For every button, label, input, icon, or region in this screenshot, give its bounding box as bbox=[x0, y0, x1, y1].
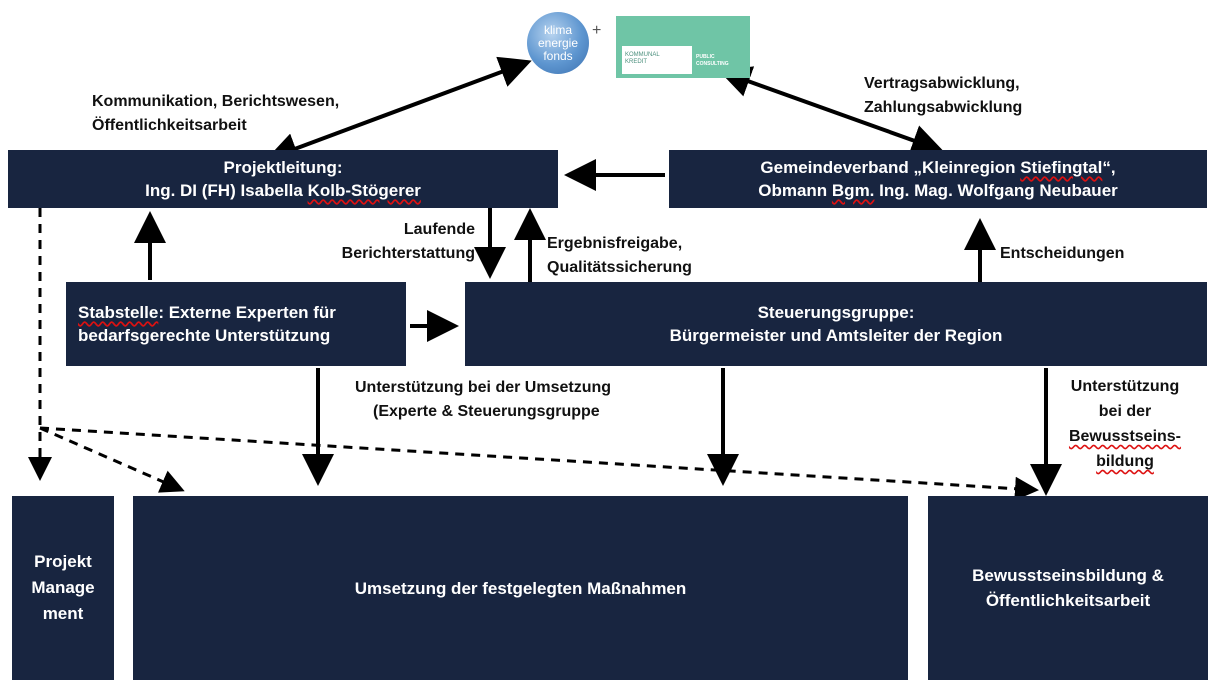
dashed-to-umsetzung bbox=[39, 426, 185, 493]
kpc-logo-left: KOMMUNAL KREDIT bbox=[622, 46, 692, 74]
box-stabstelle: Stabstelle: Externe Experten für bedarfs… bbox=[66, 282, 406, 366]
klimafonds-logo: klima energie fonds bbox=[527, 12, 589, 74]
dashed-to-bewusstsein bbox=[39, 426, 1039, 501]
label-laufende-berichterstattung: Laufende Berichterstattung bbox=[341, 221, 475, 262]
label-vertrag: Vertragsabwicklung, Zahlungsabwicklung bbox=[864, 75, 1023, 116]
kpc-logo-right: PUBLIC CONSULTING bbox=[696, 54, 729, 67]
box-bewusstseinsbildung: Bewusstseinsbildung & Öffentlichkeitsarb… bbox=[928, 496, 1208, 680]
label-kommunikation: Kommunikation, Berichtswesen, Öffentlich… bbox=[92, 93, 340, 134]
arrow-vertrag bbox=[718, 66, 944, 156]
logo-plus-sign: + bbox=[592, 22, 602, 39]
label-entscheidungen: Entscheidungen bbox=[1000, 245, 1125, 262]
kpc-logo: KOMMUNAL KREDIT PUBLIC CONSULTING bbox=[616, 16, 750, 78]
box-steuerungsgruppe: Steuerungsgruppe: Bürgermeister und Amts… bbox=[465, 282, 1207, 366]
arrow-kommunikation bbox=[265, 56, 532, 164]
label-unterstuetzung-umsetzung: Unterstützung bei der Umsetzung (Experte… bbox=[355, 379, 612, 420]
box-gemeindeverband: Gemeindeverband „Kleinregion Stiefingtal… bbox=[669, 150, 1207, 208]
box-projekt-management: Projekt Manage ment bbox=[12, 496, 114, 680]
box-umsetzung: Umsetzung der festgelegten Maßnahmen bbox=[133, 496, 908, 680]
box-projektleitung: Projektleitung: Ing. DI (FH) Isabella Ko… bbox=[8, 150, 558, 208]
label-unterstuetzung-bewusstsein: Unterstützung bei der Bewusstseins- bild… bbox=[1068, 378, 1182, 470]
label-ergebnisfreigabe: Ergebnisfreigabe, Qualitätssicherung bbox=[547, 235, 692, 276]
